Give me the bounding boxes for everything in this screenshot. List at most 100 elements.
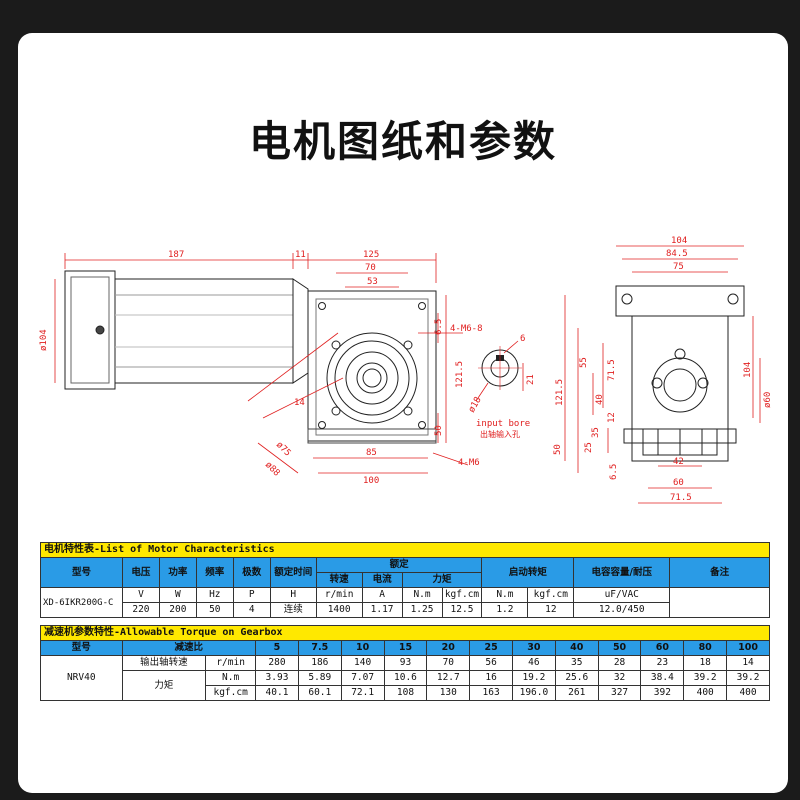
svg-text:ø88: ø88 — [263, 460, 282, 479]
motor-model: XD-6IKR200G-C — [40, 587, 123, 618]
svg-text:21: 21 — [526, 374, 536, 385]
unit-nm: N.m — [401, 587, 443, 603]
nm-unit: N.m — [205, 670, 257, 686]
col-frequency: 频率 — [195, 557, 234, 588]
nm-cell: 25.6 — [554, 670, 599, 686]
kgf-cell: 196.0 — [511, 685, 556, 701]
svg-text:出轴输入孔: 出轴输入孔 — [480, 429, 520, 439]
nm-cell: 5.89 — [297, 670, 342, 686]
val-nm2: 1.2 — [481, 602, 529, 618]
gear-col-model: 型号 — [40, 640, 123, 656]
kgf-cell: 392 — [640, 685, 685, 701]
ratio-cell: 60 — [640, 640, 685, 656]
svg-text:ø104: ø104 — [39, 329, 49, 351]
svg-text:6: 6 — [520, 334, 525, 344]
speed-cell: 93 — [383, 655, 428, 671]
speed-cell: 35 — [554, 655, 599, 671]
speed-cell: 46 — [511, 655, 556, 671]
ratio-cell: 40 — [554, 640, 599, 656]
gear-model: NRV40 — [40, 655, 123, 701]
svg-text:121.5: 121.5 — [455, 361, 465, 388]
svg-text:11: 11 — [295, 250, 306, 260]
kgf-cell: 72.1 — [340, 685, 385, 701]
val-kgf2: 12 — [527, 602, 575, 618]
svg-text:ø75: ø75 — [274, 440, 293, 459]
unit-nm2: N.m — [481, 587, 529, 603]
svg-text:25: 25 — [584, 442, 594, 453]
unit-v: V — [121, 587, 160, 603]
nm-cell: 3.93 — [255, 670, 299, 686]
nm-cell: 10.6 — [383, 670, 428, 686]
unit-w: W — [158, 587, 197, 603]
svg-text:53: 53 — [367, 277, 378, 287]
speed-unit: r/min — [205, 655, 257, 671]
col-note: 备注 — [669, 557, 770, 588]
col-torque: 力矩 — [401, 572, 483, 588]
svg-text:125: 125 — [363, 250, 379, 260]
front-view-dims: 104 84.5 75 71.5 55 40 121.5 104 ø60 12 … — [553, 236, 773, 503]
svg-text:4-M6-8: 4-M6-8 — [450, 324, 483, 334]
ratio-cell: 15 — [383, 640, 428, 656]
col-power: 功率 — [158, 557, 197, 588]
svg-text:42: 42 — [673, 457, 684, 467]
ratio-cell: 80 — [683, 640, 728, 656]
nm-cell: 12.7 — [426, 670, 471, 686]
svg-text:84.5: 84.5 — [666, 249, 688, 259]
technical-drawing: 187 11 125 70 53 ø104 6.5 4-M6-8 121.5 1… — [39, 236, 773, 504]
output-flange — [326, 332, 418, 424]
side-view — [64, 270, 437, 444]
speed-label: 输出轴转速 — [121, 655, 207, 671]
unit-a: A — [361, 587, 403, 603]
val-rmin: 1400 — [315, 602, 363, 618]
svg-text:50: 50 — [434, 425, 444, 436]
svg-text:85: 85 — [366, 448, 377, 458]
nm-cell: 38.4 — [640, 670, 685, 686]
svg-text:75: 75 — [673, 262, 684, 272]
val-kgf: 12.5 — [441, 602, 483, 618]
speed-cell: 28 — [597, 655, 642, 671]
kgf-cell: 327 — [597, 685, 642, 701]
svg-text:187: 187 — [168, 250, 184, 260]
svg-text:104: 104 — [671, 236, 687, 246]
val-h: 连续 — [269, 602, 317, 618]
kgf-cell: 60.1 — [297, 685, 342, 701]
speed-cell: 186 — [297, 655, 342, 671]
col-capacitor: 电容容量/耐压 — [573, 557, 671, 588]
svg-text:input bore: input bore — [476, 419, 530, 429]
ratio-cell: 50 — [597, 640, 642, 656]
ratio-cell: 7.5 — [297, 640, 342, 656]
col-speed: 转速 — [315, 572, 363, 588]
ratio-cell: 5 — [255, 640, 299, 656]
val-uf: 12.0/450 — [573, 602, 671, 618]
ratio-cell: 20 — [426, 640, 471, 656]
side-view-dims: 187 11 125 70 53 ø104 6.5 4-M6-8 121.5 1… — [39, 250, 483, 486]
ratio-cell: 10 — [340, 640, 385, 656]
kgf-cell: 40.1 — [255, 685, 299, 701]
note-cell — [669, 587, 770, 618]
unit-p: P — [232, 587, 271, 603]
front-view-dim-lines — [564, 245, 761, 504]
speed-cell: 280 — [255, 655, 299, 671]
front-flange — [615, 285, 745, 317]
svg-text:12: 12 — [607, 412, 617, 423]
svg-text:6.5: 6.5 — [609, 464, 619, 480]
front-housing — [631, 315, 729, 462]
speed-cell: 56 — [469, 655, 513, 671]
side-view-dim-lines — [54, 253, 469, 474]
nm-cell: 19.2 — [511, 670, 556, 686]
svg-text:71.5: 71.5 — [607, 359, 617, 381]
svg-text:4-M6: 4-M6 — [458, 458, 480, 468]
unit-rmin: r/min — [315, 587, 363, 603]
motor-table: 电机特性表-List of Motor Characteristics 型号 电… — [40, 542, 770, 618]
val-nm: 1.25 — [401, 602, 443, 618]
speed-cell: 70 — [426, 655, 471, 671]
speed-cell: 140 — [340, 655, 385, 671]
ratio-cell: 100 — [726, 640, 770, 656]
nm-cell: 32 — [597, 670, 642, 686]
motor-table-header: 电机特性表-List of Motor Characteristics — [40, 542, 770, 558]
bore-detail: 6 ø18 21 input bore 出轴输入孔 — [467, 334, 536, 439]
val-v: 220 — [121, 602, 160, 618]
